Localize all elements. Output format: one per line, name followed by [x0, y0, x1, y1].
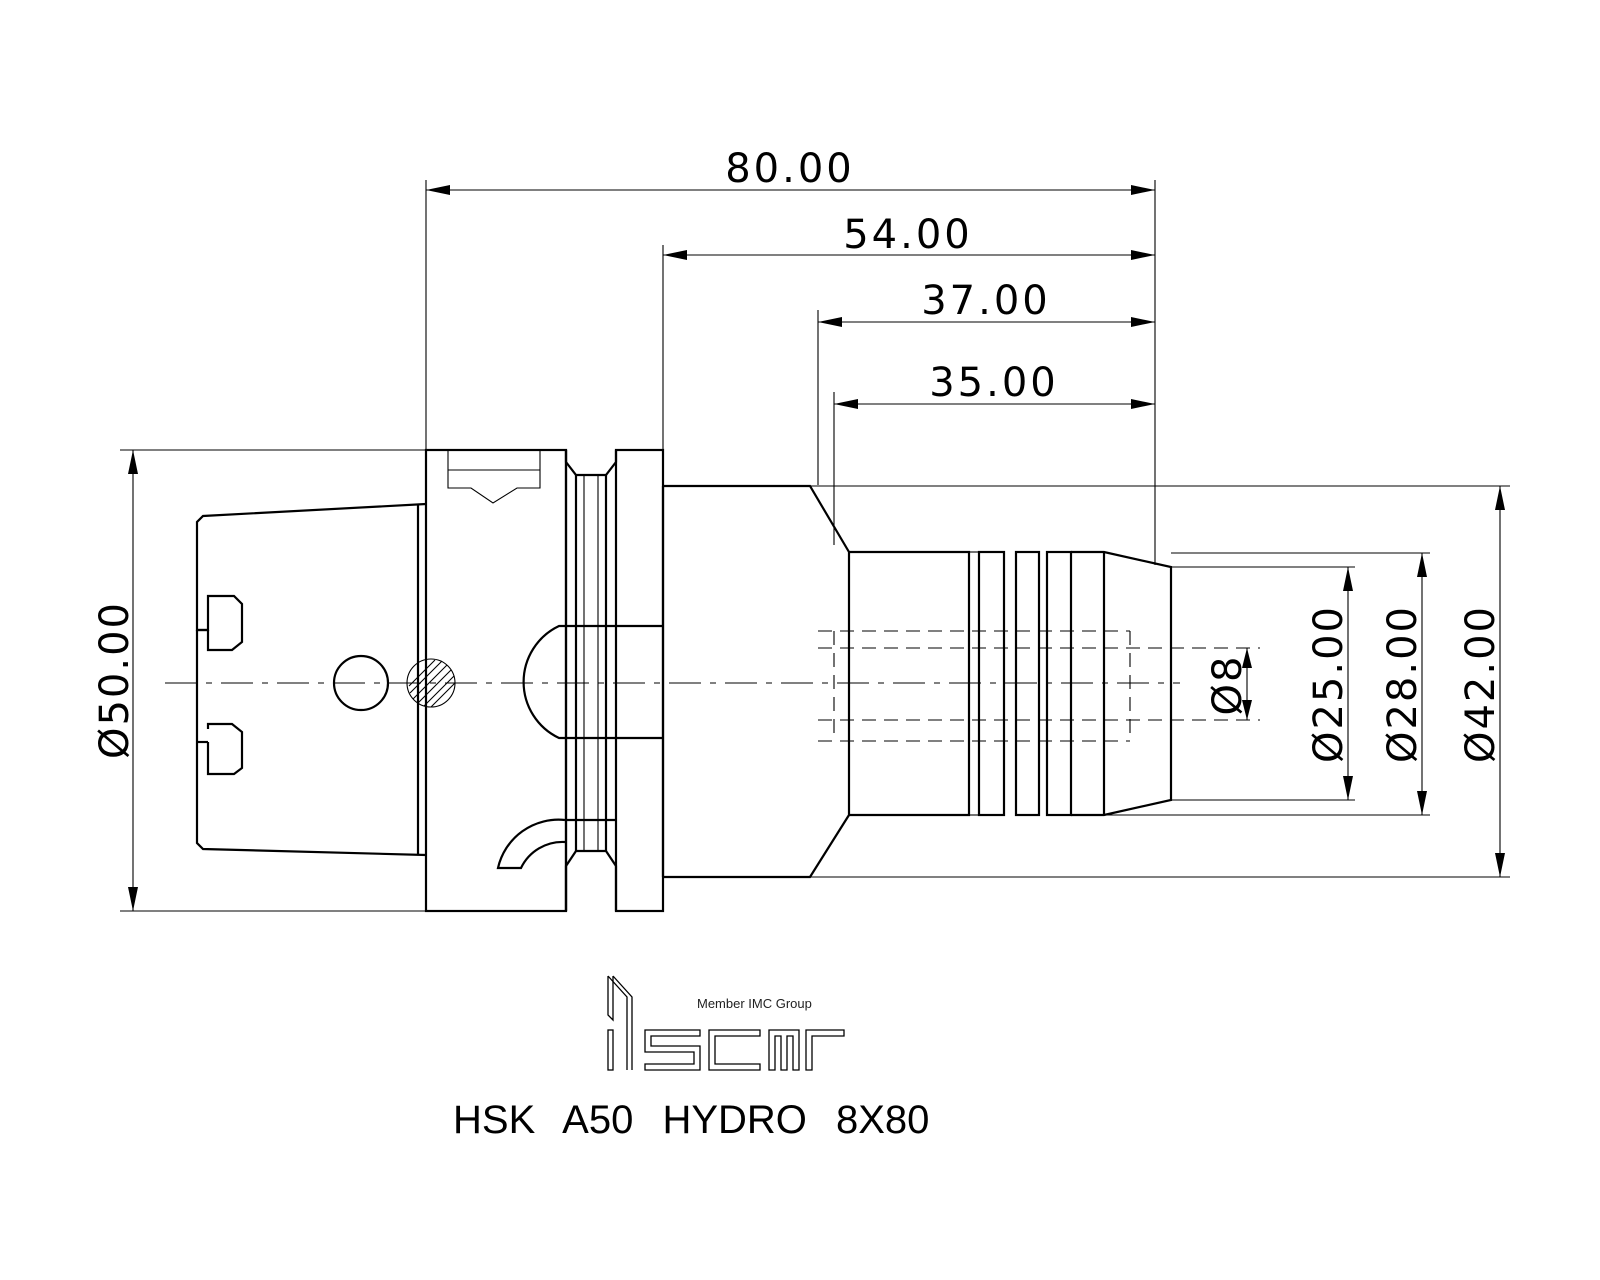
- dim-37-label: 37.00: [921, 278, 1051, 324]
- dimension-dia-50: Ø50.00: [92, 449, 426, 912]
- logo-tagline: Member IMC Group: [697, 996, 812, 1011]
- hsk-taper-shank: [195, 502, 427, 857]
- iscar-logo: Member IMC Group: [607, 975, 845, 1071]
- dim-54-label: 54.00: [843, 212, 973, 258]
- dim-80-label: 80.00: [725, 146, 855, 192]
- dimension-dia-42: Ø42.00: [1458, 486, 1505, 877]
- flange: [406, 448, 665, 913]
- dimension-37: 37.00: [817, 278, 1155, 485]
- dim-dia-25-label: Ø25.00: [1306, 605, 1352, 763]
- dim-dia-42-label: Ø42.00: [1458, 605, 1504, 763]
- dim-dia-28-label: Ø28.00: [1380, 605, 1426, 763]
- dim-dia-8-label: Ø8: [1205, 655, 1251, 716]
- hidden-bore: [818, 630, 1260, 742]
- dim-35-label: 35.00: [929, 360, 1059, 406]
- dimension-dia-25: Ø25.00: [1306, 567, 1353, 800]
- dimension-80: 80.00: [425, 146, 1156, 565]
- dimension-dia-28: Ø28.00: [1380, 553, 1427, 815]
- dim-dia-50-label: Ø50.00: [92, 601, 138, 759]
- drawing-title: HSK A50 HYDRO 8X80: [453, 1098, 929, 1142]
- logo-wordmark-graphic: [607, 975, 845, 1071]
- dimension-dia-8: Ø8: [1205, 648, 1252, 720]
- dimension-54: 54.00: [662, 212, 1155, 450]
- dimension-35: 35.00: [833, 360, 1155, 545]
